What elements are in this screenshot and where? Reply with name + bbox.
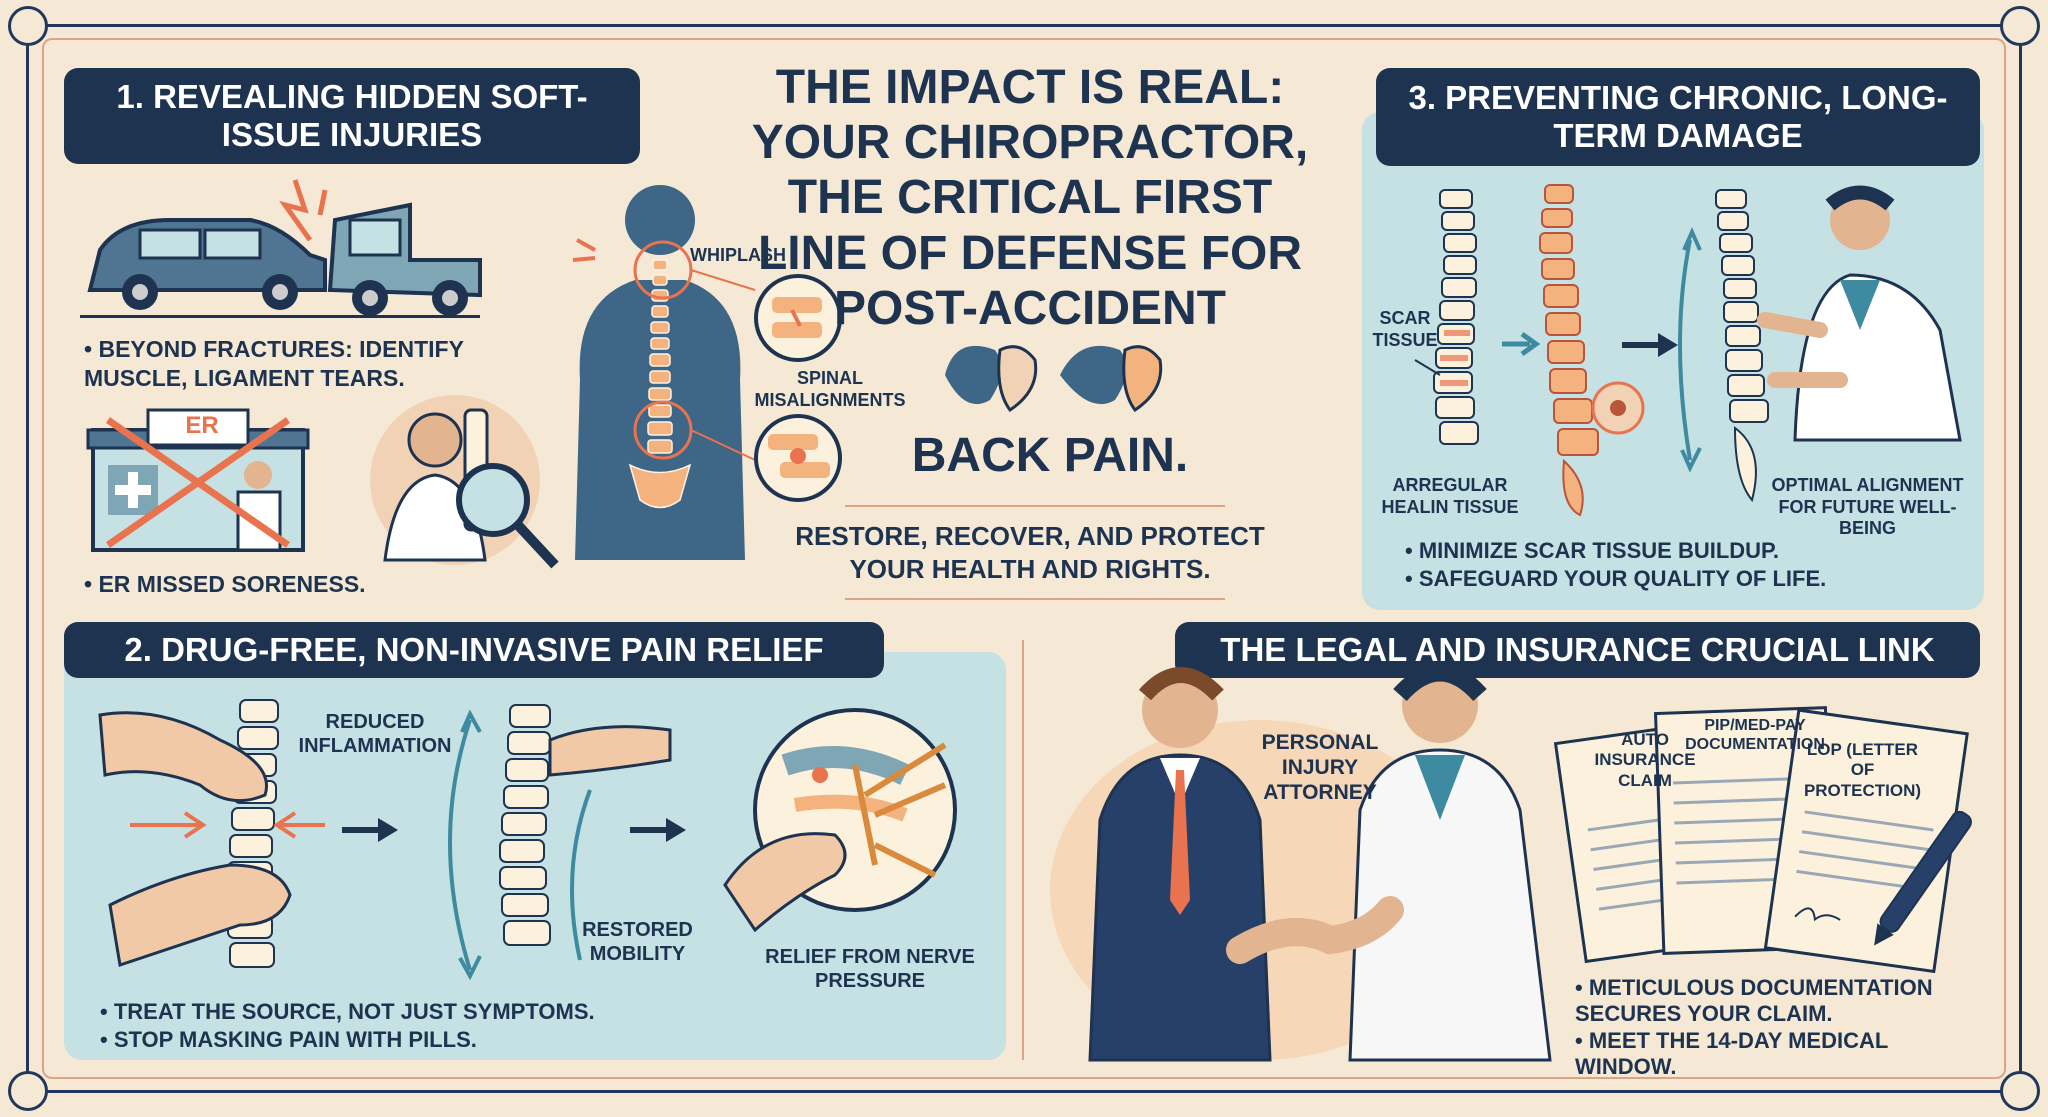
- arrow-right-icon: [1502, 331, 1541, 357]
- car-crash-illustration: [80, 179, 482, 318]
- arrow-right-icon: [630, 818, 686, 842]
- documents-pen-illustration: [1553, 706, 1972, 974]
- attorney-doctor-handshake-illustration: [1050, 663, 1552, 1062]
- whiplash-zoom-icon: [754, 274, 842, 362]
- inflammation-zoom-icon: [1591, 381, 1645, 435]
- neck-vertebra-illustration: [945, 345, 1163, 413]
- section3-header: 3. Preventing chronic, long-term damage: [1376, 68, 1980, 166]
- er-sign: ER: [185, 412, 219, 439]
- inner-frame: [42, 38, 2006, 1079]
- whiplash-label: WHIPLASH: [690, 245, 786, 265]
- doctor-magnifier-illustration: [370, 395, 559, 569]
- page-subtitle: Restore, recover, and protect your healt…: [795, 521, 1265, 584]
- doc-auto-claim: AUTO INSURANCE CLAIM: [1594, 730, 1696, 790]
- section1-bullet: • ER missed soreness.: [84, 571, 366, 597]
- arrow-right-icon: [1622, 333, 1678, 357]
- attorney-label: PERSONAL INJURY ATTORNEY: [1261, 731, 1379, 805]
- corner-ornament: [2000, 6, 2040, 46]
- section2-header: 2. Drug-free, non-invasive pain relief: [64, 622, 884, 678]
- title-back-pain: BACK PAIN.: [911, 429, 1189, 482]
- section2-bullets: • Treat the source, not just symptoms.• …: [100, 999, 595, 1053]
- arrow-right-icon: [342, 818, 398, 842]
- nerve-pressure-label: RELIEF FROM NERVE PRESSURE: [765, 946, 975, 992]
- corner-ornament: [2000, 1071, 2040, 1111]
- divider: [845, 505, 1225, 507]
- misalignment-zoom-icon: [754, 414, 842, 502]
- page-title: The impact is real: your chiropractor, t…: [751, 61, 1309, 335]
- section4-header: The legal and insurance crucial link: [1175, 622, 1980, 678]
- scar-tissue-label: SCAR TISSUE: [1372, 308, 1438, 350]
- spinal-misalignment-label: SPINAL MISALIGNMENTS: [754, 368, 906, 410]
- section1-header: 1. Revealing hidden soft-issue injuries: [64, 68, 640, 164]
- reduced-inflammation-label: REDUCED INFLAMMATION: [298, 711, 452, 757]
- section1-bullet: • Beyond fractures: identify muscle, lig…: [84, 336, 464, 392]
- restored-mobility-label: RESTORED MOBILITY: [582, 919, 693, 965]
- spine-body-illustration: [572, 185, 756, 560]
- corner-ornament: [8, 6, 48, 46]
- chiropractor-aligning-illustration: [1678, 185, 1962, 503]
- irregular-spine-illustration: [1539, 184, 1599, 517]
- hands-spine-adjustment-illustration: [98, 699, 325, 968]
- nerve-relief-illustration: [723, 708, 957, 933]
- er-building-icon: [86, 408, 310, 552]
- corner-ornament: [8, 1071, 48, 1111]
- outer-frame: [26, 24, 2022, 1093]
- doc-lop: LOP (LETTER OF PROTECTION): [1803, 740, 1922, 800]
- irregular-tissue-label: ARREGULAR HEALIN TISSUE: [1381, 475, 1519, 517]
- restored-mobility-spine-illustration: [448, 704, 672, 981]
- scar-tissue-spine-illustration: [1414, 189, 1479, 445]
- section3-bullets: • Minimize scar tissue buildup.• Safegua…: [1405, 538, 1827, 592]
- optimal-alignment-label: OPTIMAL ALIGNMENT FOR FUTURE WELL-BEING: [1771, 475, 1964, 539]
- vertical-divider: [1022, 640, 1024, 1060]
- divider: [845, 598, 1225, 600]
- section4-bullets: • Meticulous documentation secures your …: [1575, 975, 1933, 1080]
- doc-pip-medpay: PIP/MED-PAY DOCUMENTATION: [1685, 717, 1825, 754]
